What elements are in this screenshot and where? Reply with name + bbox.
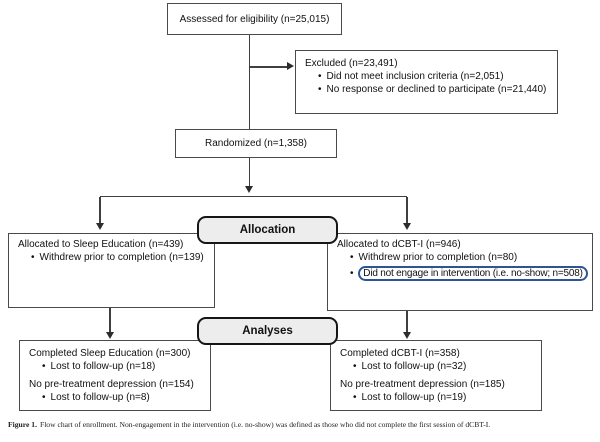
no-engage-highlight: Did not engage in intervention (i.e. no-… xyxy=(358,266,588,281)
analyses-stage-text: Analyses xyxy=(242,325,293,337)
allocation-stage-label: Allocation xyxy=(197,216,338,244)
analyses-stage-label: Analyses xyxy=(197,317,338,345)
allocated-dcbt-box: Allocated to dCBT-I (n=946) Withdrew pri… xyxy=(327,233,593,311)
randomized-box: Randomized (n=1,358) xyxy=(175,129,337,158)
analysis-dcbt-no-depression: No pre-treatment depression (n=185) xyxy=(340,379,505,390)
analysis-dcbt-completed: Completed dCBT-I (n=358) xyxy=(340,348,460,359)
excluded-title: Excluded (n=23,491) xyxy=(305,58,398,69)
alloc-dcbt-title: Allocated to dCBT-I (n=946) xyxy=(337,239,461,250)
figure-caption-text: Flow chart of enrollment. Non-engagement… xyxy=(39,420,491,429)
connector-randomized-down xyxy=(248,158,250,186)
alloc-dcbt-withdrew-bullet: Withdrew prior to completion (n=80) xyxy=(337,251,587,264)
figure-caption: Figure 1.Flow chart of enrollment. Non-e… xyxy=(8,420,596,430)
allocation-stage-text: Allocation xyxy=(239,224,296,236)
connector-right-branch xyxy=(406,196,408,224)
alloc-sleep-withdrew-bullet: Withdrew prior to completion (n=139) xyxy=(18,251,209,264)
connector-sleep-to-analysis xyxy=(109,308,111,333)
excluded-box: Excluded (n=23,491) Did not meet inclusi… xyxy=(295,50,558,114)
analysis-sleep-no-depression: No pre-treatment depression (n=154) xyxy=(29,379,194,390)
connector-dcbt-to-analysis xyxy=(406,311,408,333)
connector-assessed-to-randomized xyxy=(248,35,250,129)
arrowhead-alloc-right xyxy=(402,223,411,230)
analysis-sleep-completed-ltfu: Lost to follow-up (n=18) xyxy=(29,360,205,373)
connector-to-excluded xyxy=(249,66,287,68)
alloc-dcbt-no-engage-bullet: Did not engage in intervention (i.e. no-… xyxy=(337,266,588,281)
alloc-sleep-title: Allocated to Sleep Education (n=439) xyxy=(18,239,184,250)
analysis-sleep-education-box: Completed Sleep Education (n=300) Lost t… xyxy=(19,340,211,411)
arrowhead-analysis-left xyxy=(105,332,114,339)
connector-left-branch xyxy=(99,196,101,224)
arrowhead-excluded xyxy=(287,62,294,71)
arrowhead-alloc-left xyxy=(95,223,104,230)
analysis-sleep-no-depression-ltfu: Lost to follow-up (n=8) xyxy=(29,391,205,404)
analysis-dcbt-completed-ltfu: Lost to follow-up (n=32) xyxy=(340,360,536,373)
arrowhead-split xyxy=(244,186,253,193)
excluded-bullet-inclusion: Did not meet inclusion criteria (n=2,051… xyxy=(305,70,552,83)
arrowhead-analysis-right xyxy=(402,332,411,339)
excluded-bullet-no-response: No response or declined to participate (… xyxy=(305,83,552,96)
analysis-dcbt-box: Completed dCBT-I (n=358) Lost to follow-… xyxy=(330,340,542,411)
assessed-eligibility-box: Assessed for eligibility (n=25,015) xyxy=(167,3,342,35)
split-line xyxy=(100,195,407,197)
assessed-eligibility-text: Assessed for eligibility (n=25,015) xyxy=(179,13,330,25)
allocated-sleep-education-box: Allocated to Sleep Education (n=439) Wit… xyxy=(8,233,215,308)
analysis-dcbt-no-depression-ltfu: Lost to follow-up (n=19) xyxy=(340,391,536,404)
analysis-sleep-completed: Completed Sleep Education (n=300) xyxy=(29,348,191,359)
figure-caption-label: Figure 1. xyxy=(8,420,37,429)
randomized-text: Randomized (n=1,358) xyxy=(204,138,307,149)
